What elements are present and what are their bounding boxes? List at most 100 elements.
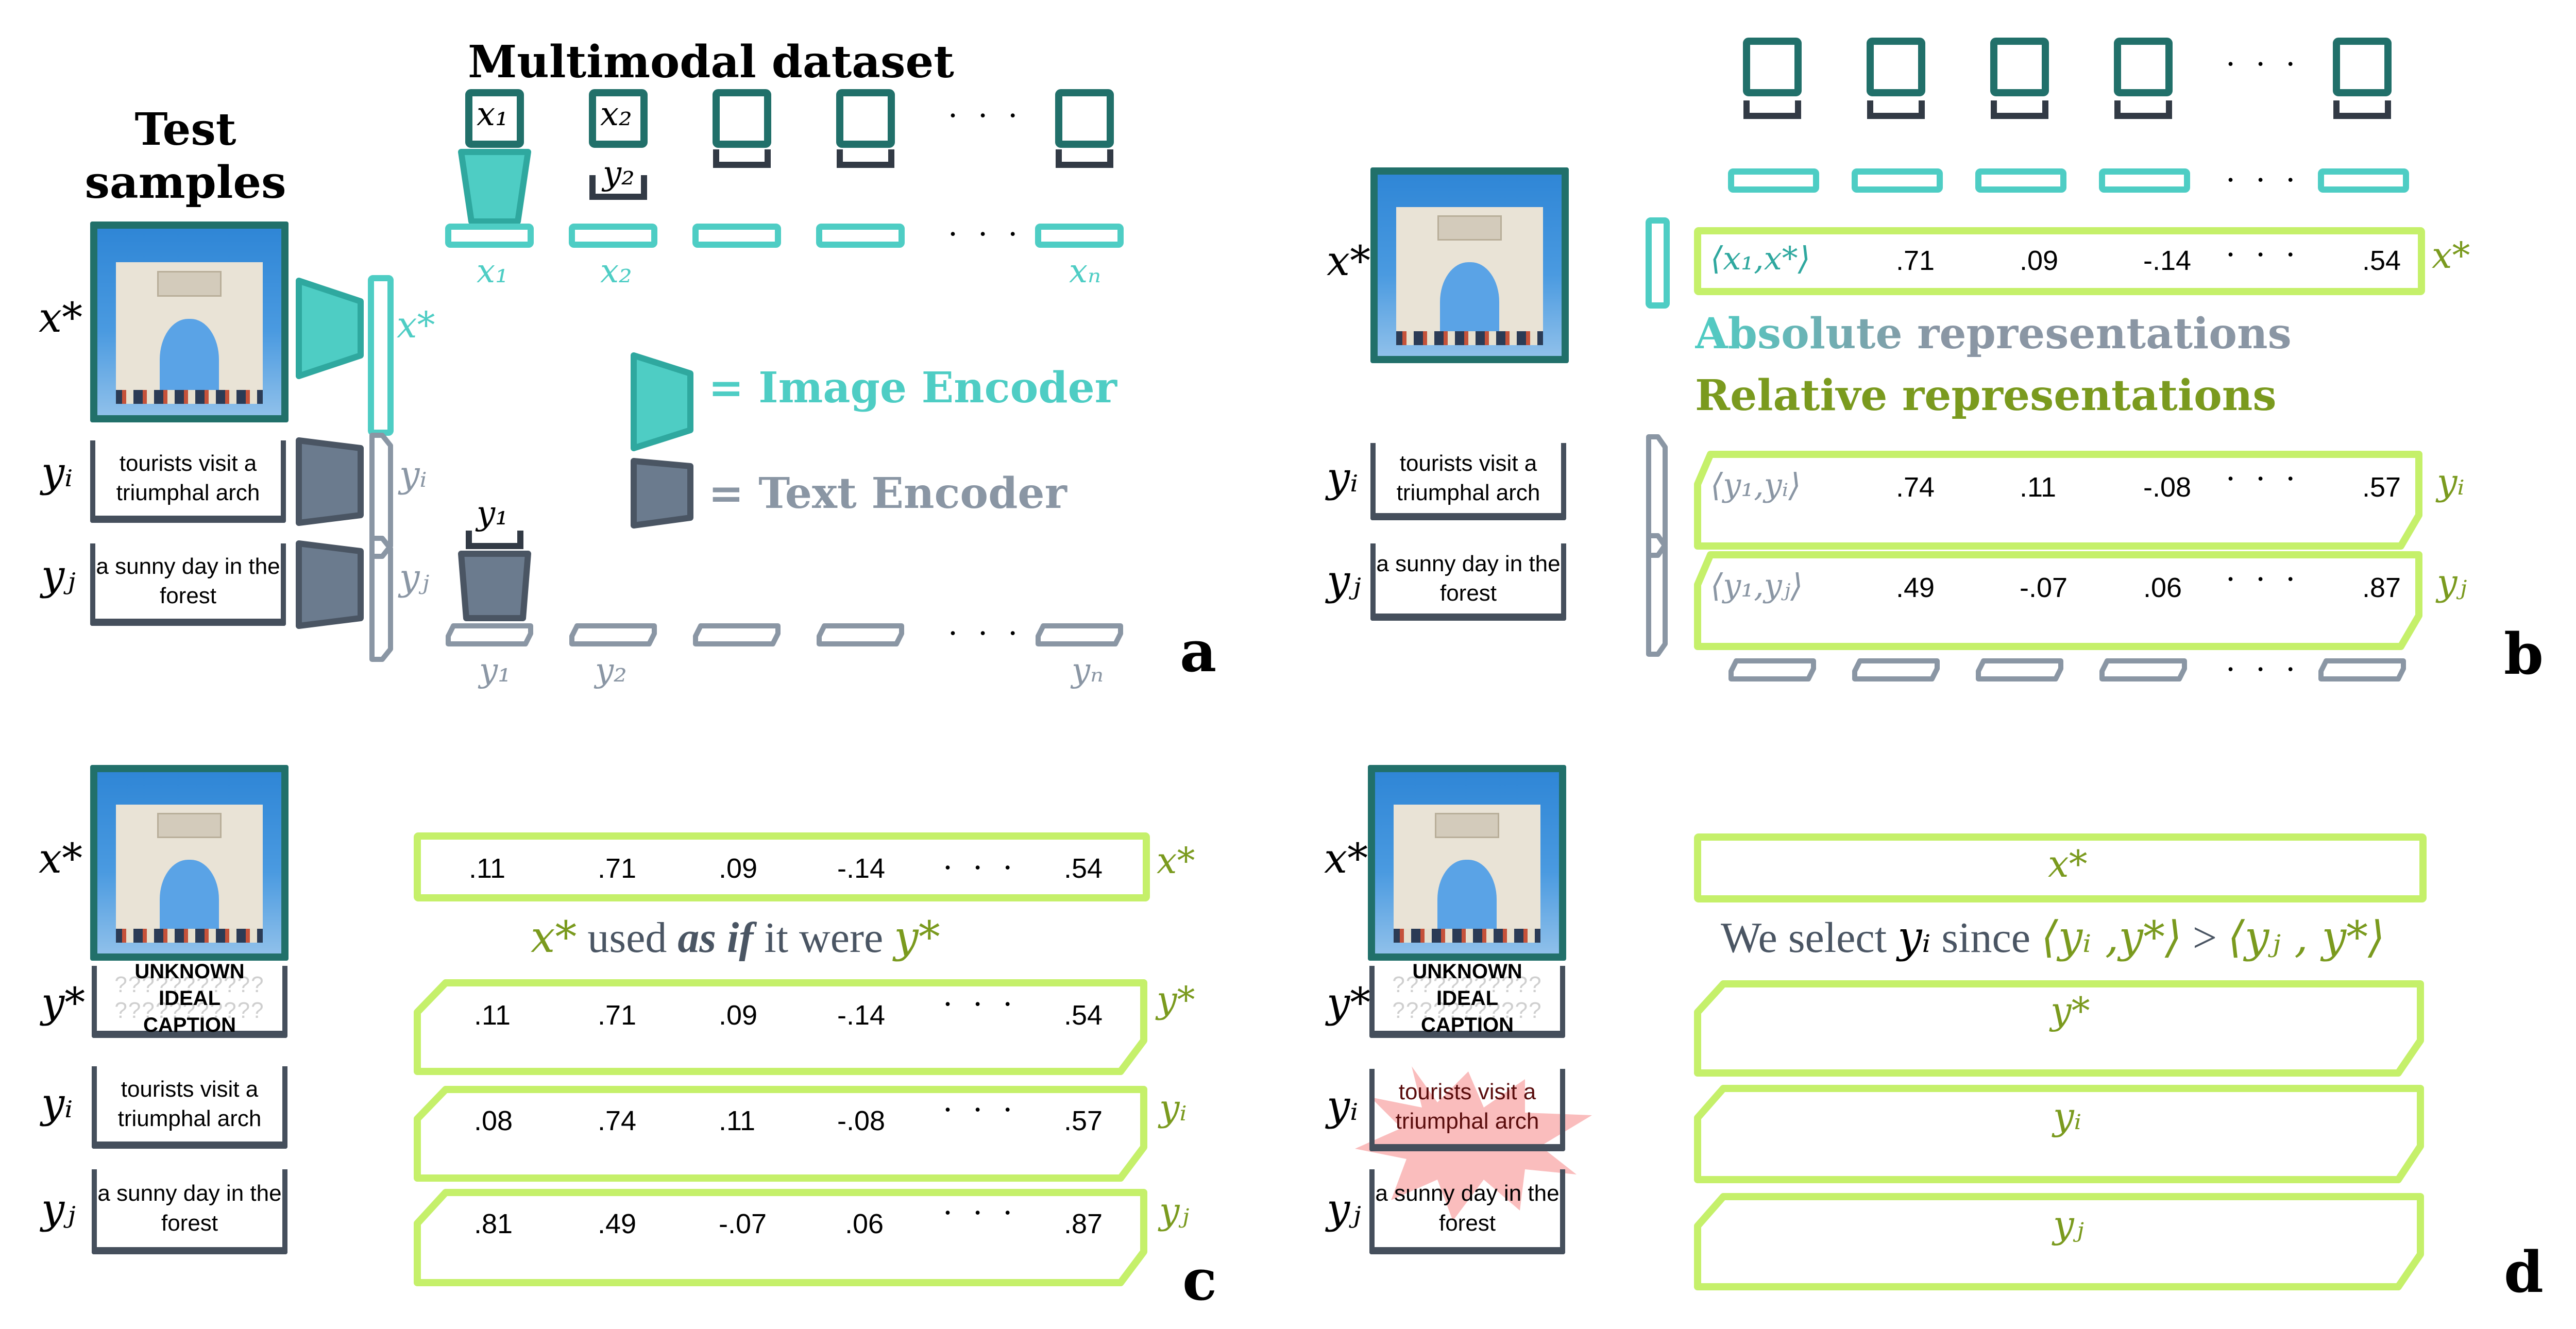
y-j-label: yⱼ (41, 551, 76, 599)
relative-box-x-star (1694, 227, 2425, 295)
row-first-term: ⟨x₁,x*⟩ (1710, 240, 1810, 277)
text-encoder-icon (296, 437, 364, 526)
as-if-statement: x* used as if it were y* (531, 912, 940, 963)
legend-text-encoder: = Text Encoder (708, 469, 1067, 518)
row-value: .74 (1896, 472, 1935, 503)
question-marks: ??????????? (1392, 998, 1543, 1023)
dataset-caption-bracket (713, 149, 771, 168)
row-value: -.08 (2143, 472, 2192, 503)
legend-image-encoder: = Image Encoder (708, 363, 1117, 413)
relative-box-y-star (414, 979, 1147, 1075)
image-encoder-icon (458, 149, 531, 225)
row-value: .11 (474, 1000, 511, 1031)
row-value: .57 (2362, 472, 2401, 503)
unknown-caption-box: ??????????? ??????????? UNKNOWN IDEAL CA… (92, 960, 287, 1038)
relative-box-y-j (1694, 1193, 2424, 1290)
y-j-embedding (369, 536, 393, 662)
statement-used: used (577, 914, 678, 962)
anchor-caption-bracket (1743, 100, 1801, 119)
panel-letter-d: d (2504, 1239, 2544, 1305)
caption-box-i: tourists visit a triumphal arch (92, 1066, 287, 1149)
anchor-caption-bracket (2114, 100, 2172, 119)
y-embedding-label: y₁ (479, 652, 511, 690)
text-encoder-icon (458, 551, 531, 621)
panel-letter-c: c (1182, 1247, 1217, 1313)
caption-box-i-selected: tourists visit a triumphal arch (1369, 1069, 1565, 1151)
dataset-caption-label: y₂ (603, 155, 635, 193)
unknown-caption-text: UNKNOWN IDEAL CAPTION (1412, 960, 1522, 1036)
ellipsis: · · · (2226, 162, 2301, 198)
statement-gt: > (2181, 914, 2228, 962)
row-value: .49 (598, 1208, 637, 1239)
row-tag: yᵢ (2053, 1095, 2082, 1138)
row-value: .54 (2362, 245, 2401, 276)
panel-letter-b: b (2504, 621, 2544, 687)
row-tag: yⱼ (1159, 1190, 1190, 1232)
statement-prefix: We select (1721, 914, 1898, 962)
image-encoder-icon (631, 352, 693, 451)
y-j-label: yⱼ (1327, 556, 1361, 604)
y-j-label: yⱼ (1327, 1185, 1361, 1233)
row-value: .71 (598, 1000, 637, 1031)
row-value: .08 (474, 1105, 513, 1136)
anchor-x-embedding (1852, 168, 1943, 193)
anchor-x-embedding (2318, 168, 2409, 193)
x-embedding (1035, 224, 1124, 248)
x-embedding (692, 224, 781, 248)
ellipsis: · · · (943, 850, 1018, 886)
statement-x: x* (531, 912, 577, 962)
dataset-caption-bracket (837, 149, 894, 168)
statement-lhs: ⟨yᵢ ,y*⟩ (2041, 912, 2182, 962)
row-first-term: ⟨y₁,yᵢ⟩ (1710, 466, 1801, 504)
test-image (90, 222, 289, 422)
row-value: .87 (1064, 1208, 1103, 1239)
question-marks: ??????????? (1392, 972, 1543, 997)
ellipsis: · · · (2226, 461, 2301, 497)
relative-box-y-i (414, 1086, 1147, 1182)
relative-representations-label: Relative representations (1695, 371, 2277, 420)
caption-box-j: a sunny day in the forest (90, 543, 286, 626)
caption-box-i: tourists visit a triumphal arch (1370, 443, 1566, 520)
y-embedding-label: yₙ (1072, 652, 1104, 690)
arch-photo (1396, 207, 1544, 345)
ellipsis: · · · (948, 98, 1023, 134)
row-tag: x* (2432, 234, 2470, 277)
ellipsis: · · · (943, 986, 1018, 1023)
anchor-caption-bracket (1991, 100, 2048, 119)
unknown-caption-box: ??????????? ??????????? UNKNOWN IDEAL CA… (1369, 960, 1565, 1038)
dataset-image-box (836, 89, 895, 148)
y-j-embedding (1646, 533, 1668, 657)
x-star-embedding (1646, 217, 1670, 309)
ellipsis: · · · (2226, 561, 2301, 598)
row-value: -.07 (719, 1208, 767, 1239)
row-tag: yⱼ (2053, 1203, 2084, 1246)
test-image (90, 765, 289, 961)
row-first-term: ⟨y₁,yⱼ⟩ (1710, 567, 1803, 604)
x-star-label: x* (1324, 834, 1368, 882)
anchor-y-embedding (2318, 658, 2406, 681)
y-embedding-label: y₂ (595, 652, 627, 690)
selection-statement: We select yᵢ since ⟨yᵢ ,y*⟩ > ⟨yⱼ , y*⟩ (1721, 912, 2385, 963)
row-value: .54 (1064, 1000, 1103, 1031)
image-encoder-icon (296, 278, 364, 379)
dataset-caption-bracket (466, 531, 523, 549)
absolute-representations-label: Absolute representations (1695, 309, 2292, 359)
row-tag: yᵢ (2437, 461, 2465, 503)
row-tag: x* (2048, 842, 2088, 885)
question-marks: ??????????? (114, 998, 265, 1023)
arch-photo (115, 805, 263, 943)
ellipsis: · · · (943, 1195, 1018, 1231)
y-embedding (693, 623, 781, 646)
relative-box-x-star (1694, 833, 2427, 902)
y-embedding (446, 623, 533, 646)
arch-photo (1393, 805, 1541, 943)
row-value: -.08 (837, 1105, 886, 1136)
statement-as-if: as if (677, 914, 754, 962)
y-i-label: yᵢ (1327, 1082, 1359, 1130)
x-embedding-label: x₂ (600, 252, 632, 291)
row-value: -.07 (2020, 572, 2068, 603)
ellipsis: · · · (948, 616, 1023, 652)
anchor-caption-bracket (1867, 100, 1925, 119)
